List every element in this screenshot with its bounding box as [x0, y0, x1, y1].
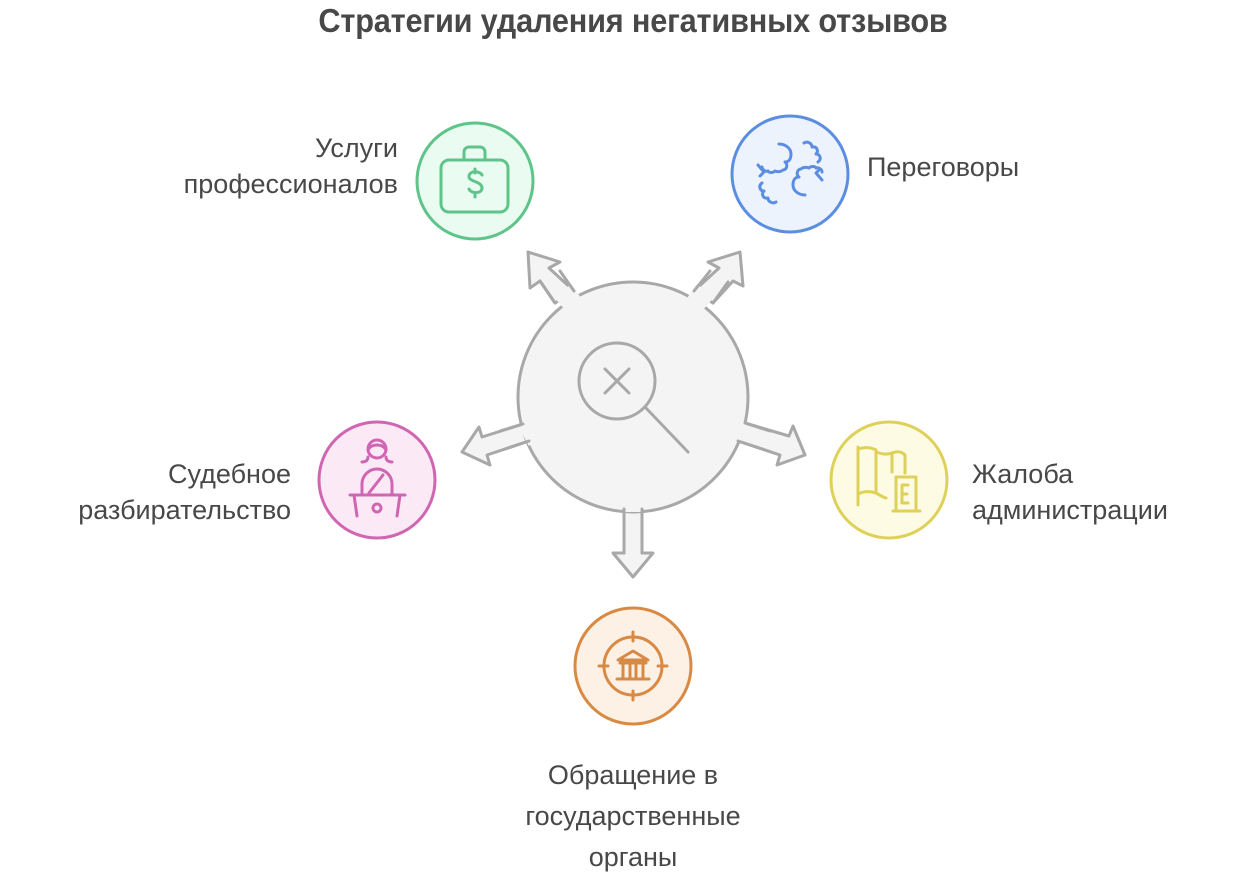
node-circle-blue [730, 114, 850, 234]
search-remove-icon [577, 341, 690, 454]
node-circle-pink [317, 420, 437, 540]
node-circle-yellow [829, 420, 949, 540]
label-line: Обращение в [547, 760, 719, 790]
label-admin-complaint: Жалоба администрации [972, 456, 1168, 528]
label-negotiations: Переговоры [867, 149, 1019, 185]
money-briefcase-icon [439, 145, 510, 214]
label-line: органы [588, 842, 678, 872]
arrow-to-government-appeal [611, 503, 655, 579]
node-litigation[interactable] [317, 420, 437, 540]
label-line: администрации [972, 495, 1168, 525]
page-title: Стратегии удаления негативных отзывов [318, 2, 948, 39]
flag-document-icon [856, 445, 922, 513]
label-line: Переговоры [867, 152, 1020, 182]
label-professional-services: Услуги профессионалов [184, 130, 398, 202]
node-negotiations[interactable] [730, 114, 850, 234]
label-litigation: Судебное разбирательство [78, 456, 291, 528]
hub-circle [516, 280, 750, 514]
label-line: разбирательство [78, 495, 291, 525]
node-circle-orange [573, 606, 693, 726]
label-line: профессионалов [183, 169, 398, 199]
judge-at-podium-icon [348, 438, 407, 518]
label-government-appeal: Обращение в государственные органы [433, 755, 833, 878]
label-line: Жалоба [972, 459, 1074, 489]
label-line: Судебное [168, 459, 291, 489]
label-line: Услуги [314, 133, 398, 163]
fist-bump-icon [756, 140, 824, 205]
node-government-appeal[interactable] [573, 606, 693, 726]
government-target-icon [597, 630, 669, 702]
node-admin-complaint[interactable] [829, 420, 949, 540]
node-professional-services[interactable] [415, 121, 535, 241]
label-line: государственные [525, 801, 741, 831]
